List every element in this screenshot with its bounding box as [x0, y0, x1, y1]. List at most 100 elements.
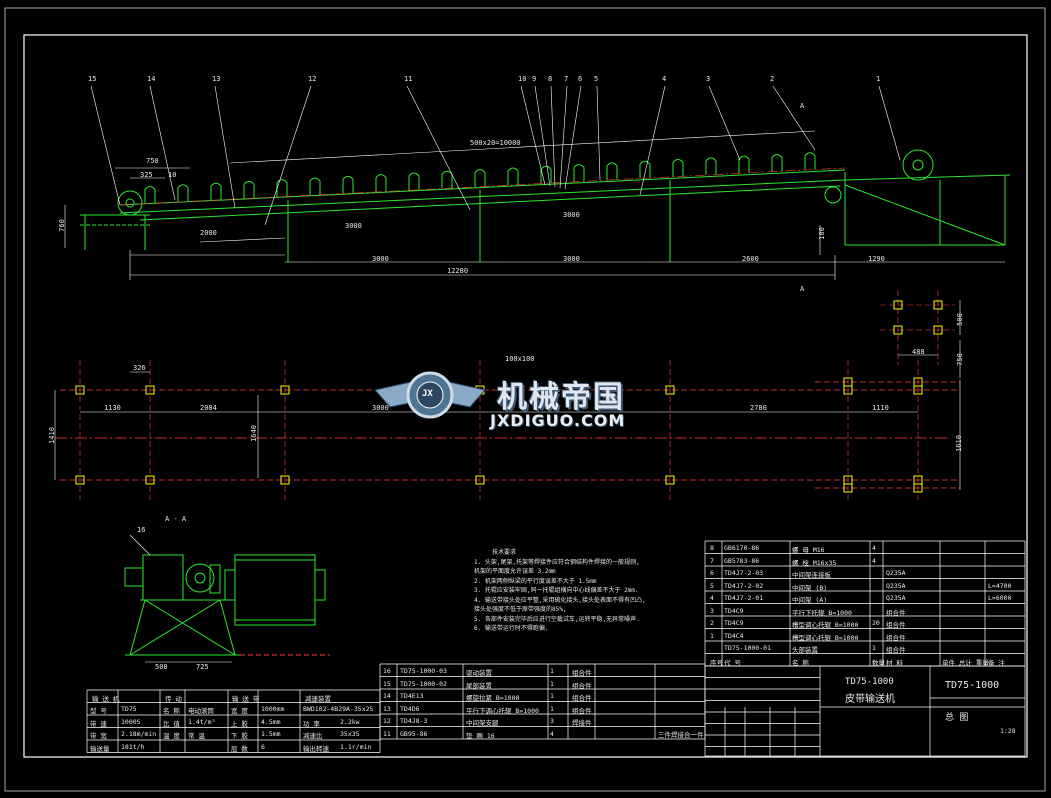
leader-4: [639, 85, 666, 196]
dim-325: 325: [140, 171, 153, 179]
idler-19: [738, 155, 750, 174]
spec-cell: 常 温: [188, 732, 205, 740]
section-mark-a-bottom: A: [800, 285, 805, 293]
bom-cell: L=6000: [988, 594, 1012, 602]
bolt-node: [843, 377, 853, 387]
left-bom-cell: 12: [383, 717, 391, 725]
bom-cell: 3: [710, 606, 714, 615]
bom-cell: TD4J7-2-02: [724, 581, 764, 590]
left-bom-cell: 13: [383, 704, 391, 713]
bom-cell: 中间架连接板: [792, 571, 831, 579]
dim-1130: 1130: [104, 404, 121, 412]
idler-7: [342, 175, 354, 194]
left-bom-cell: 尾部装置: [466, 681, 492, 690]
technical-notes: 技术要求 1. 头架,尾架,托架等焊接件应符合钢结构件焊接的一般规则, 机架的平…: [474, 548, 646, 634]
leader-12: [264, 85, 312, 226]
plan-view: [55, 290, 960, 500]
bolt-node: [75, 385, 85, 395]
spec-header: 输 送 带: [232, 695, 260, 703]
leader-5: [596, 85, 601, 181]
bolt-node: [665, 385, 675, 395]
note-line: 机架的平面度允许误差 3.2mm: [474, 568, 556, 575]
bolt-node: [933, 325, 943, 335]
bom-cell: 螺 母 M16: [792, 546, 825, 554]
dim-base4: 1290: [868, 255, 885, 263]
anchor-bolts: [75, 300, 943, 493]
title-code: TD75-1000: [845, 677, 894, 687]
section-dimensions: [129, 534, 232, 663]
elevation-dimensions: [64, 130, 1005, 280]
scale: 1:28: [1000, 727, 1016, 735]
part-number-13: 13: [212, 75, 221, 83]
left-bom-cell: 焊接件: [572, 719, 592, 727]
bom-cell: 组合件: [886, 646, 906, 654]
bom-cell: GB5783-86: [724, 556, 760, 565]
watermark-cn: 机械帝国: [497, 380, 625, 415]
left-bom-cell: 螺旋拉紧 B=1000: [466, 694, 520, 702]
bom-cell: TD4C9: [724, 606, 744, 615]
left-bom-cell: 组合件: [572, 669, 592, 677]
spec-header: 减速装置: [305, 695, 331, 703]
bolt-node: [145, 475, 155, 485]
bolt-node: [280, 475, 290, 485]
section-mark-a-top: A: [800, 102, 805, 110]
dim-10: 10: [168, 171, 177, 179]
bom-cell: Q235A: [886, 581, 906, 590]
leader-7: [559, 85, 568, 189]
left-bom-cell: 1: [550, 692, 554, 700]
bom-cell: 4: [872, 556, 876, 565]
dim-1110: 1110: [872, 404, 889, 412]
troughing-idlers: [144, 152, 816, 204]
left-bom-cell: 组合件: [572, 706, 592, 715]
dim-500: 500: [955, 313, 964, 326]
spec-cell: 1000mm: [261, 705, 285, 713]
dim-spacing: 500x20=10000: [470, 139, 521, 147]
spec-cell: 2.18m/min: [121, 730, 157, 738]
left-bom-cell: 15: [383, 679, 391, 688]
belt-centerline: [119, 167, 846, 206]
spec-cell: 1.4t/m³: [188, 717, 216, 726]
bom-cell: 5: [710, 581, 714, 590]
part-number-2: 2: [770, 75, 775, 83]
leader-11: [406, 85, 471, 211]
section-a-a-view: [124, 554, 330, 656]
bom-cell: 2: [710, 619, 714, 627]
left-bom-cell: 16: [383, 667, 391, 675]
spec-cell: 1.1r/min: [340, 742, 372, 751]
idler-9: [408, 172, 420, 190]
idler-8: [375, 174, 387, 192]
dim-750: 750: [146, 157, 159, 165]
spec-cell: 型 号: [90, 707, 107, 715]
left-bom-cell: 驱动装置: [466, 669, 492, 677]
left-bom-cell: GB95-86: [400, 729, 428, 738]
spec-cell: 带 速: [90, 719, 107, 728]
leader-9: [534, 85, 551, 187]
bom-cell: GB6170-86: [724, 544, 760, 552]
leader-1: [878, 85, 901, 161]
part-number-6: 6: [578, 75, 583, 83]
elevation-view: [80, 149, 1011, 262]
part-number-11: 11: [404, 75, 413, 83]
spec-cell: 4.5mm: [261, 717, 281, 726]
dim-1410: 1410: [47, 427, 56, 444]
left-bom-cell: 4: [550, 729, 554, 738]
notes-title: 技术要求: [492, 549, 517, 556]
left-bom-cell: TD4J8-3: [400, 717, 428, 725]
spec-cell: BWD102-4B29A-35x25: [303, 705, 374, 713]
bom-cell: 头部装置: [792, 646, 818, 654]
jx-logo-icon: [374, 371, 486, 419]
dim-488: 488: [912, 348, 925, 356]
dim-section-500: 500: [155, 663, 168, 671]
idler-18: [705, 157, 717, 175]
dim-base2: 3000: [563, 255, 580, 263]
spec-header: 传 动: [165, 695, 182, 703]
bom-cell: L=4700: [988, 581, 1012, 590]
part-number-9: 9: [532, 75, 537, 83]
idler-6: [309, 177, 321, 196]
bom-cell: Q235A: [886, 594, 906, 602]
left-bom-cell: 1: [550, 704, 554, 713]
dim-total: 12280: [447, 267, 469, 275]
bom-cell: 组合件: [886, 633, 906, 642]
bom-header: 单件 总计 重量: [942, 658, 989, 667]
left-bom-cell: TD4E13: [400, 692, 424, 700]
